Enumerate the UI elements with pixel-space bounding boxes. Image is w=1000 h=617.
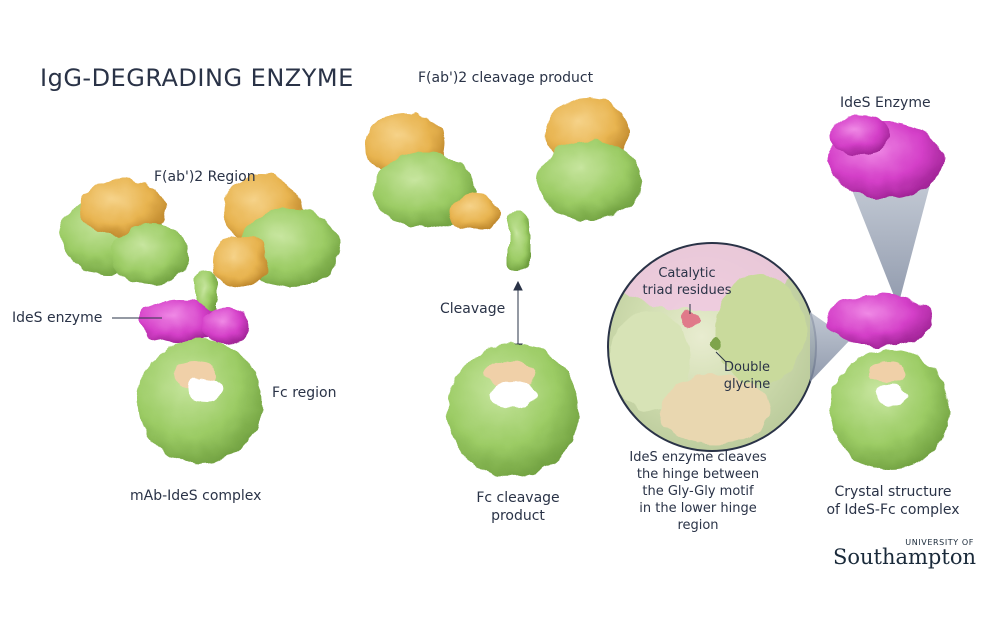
ides-cleaves-caption-line-4: in the lower hinge	[639, 500, 757, 516]
double-glycine-line-2: glycine	[723, 376, 771, 392]
catalytic-site-inset	[607, 242, 817, 452]
ides-cleaves-caption-line-3: the Gly-Gly motif	[642, 483, 754, 499]
page-title: IgG-DEGRADING ENZYME	[40, 64, 354, 92]
fc-cleavage-product-structure	[447, 344, 579, 476]
mab-ides-complex-label: mAb-IdeS complex	[130, 488, 262, 504]
logo-southampton: Southampton	[832, 545, 976, 569]
fab2-cleavage-product-structure	[365, 98, 642, 272]
university-of-southampton-logo: UNIVERSITY OF Southampton	[833, 538, 976, 569]
cleavage-arrow	[513, 280, 523, 354]
ides-enzyme-left-label: IdeS enzyme	[12, 310, 103, 326]
logo-university-of: UNIVERSITY OF	[905, 538, 974, 547]
catalytic-triad-line-2: triad residues	[642, 282, 732, 298]
ides-enzyme-structure	[827, 115, 943, 198]
mab-ides-complex-structure	[60, 176, 340, 464]
ides-cleaves-caption-line-5: region	[677, 517, 719, 533]
ides-cleaves-caption-line-2: the hinge between	[636, 466, 760, 482]
cleavage-label: Cleavage	[440, 301, 506, 317]
double-glycine-line-1: Double	[723, 360, 771, 375]
inset-zoom-cone	[810, 312, 850, 382]
double-glycine-pointer	[715, 351, 727, 363]
fc-cleavage-product-line-1: Fc cleavage	[476, 490, 560, 506]
catalytic-triad-line-1: Catalytic	[658, 266, 716, 281]
fab2-region-label: F(ab')2 Region	[154, 169, 256, 185]
fc-cleavage-product-line-2: product	[491, 508, 545, 525]
fc-region-label: Fc region	[272, 385, 337, 401]
ides-cleaves-caption: IdeS enzyme cleaves the hinge between th…	[608, 450, 788, 534]
ides-cleaves-caption-line-1: IdeS enzyme cleaves	[629, 450, 767, 465]
crystal-structure-line-2: of IdeS-Fc complex	[826, 502, 960, 519]
fab2-cleavage-product-label: F(ab')2 cleavage product	[418, 70, 594, 86]
ides-fc-crystal-structure	[828, 294, 950, 470]
crystal-structure-line-1: Crystal structure	[834, 484, 952, 500]
enzyme-zoom-cone	[850, 185, 930, 306]
double-glycine-label: Double glycine	[712, 360, 782, 394]
fc-cleavage-product-label: Fc cleavage product	[448, 489, 588, 525]
crystal-structure-label: Crystal structure of IdeS-Fc complex	[808, 483, 978, 519]
ides-enzyme-right-label: IdeS Enzyme	[840, 95, 931, 111]
catalytic-triad-label: Catalytic triad residues	[632, 266, 742, 300]
